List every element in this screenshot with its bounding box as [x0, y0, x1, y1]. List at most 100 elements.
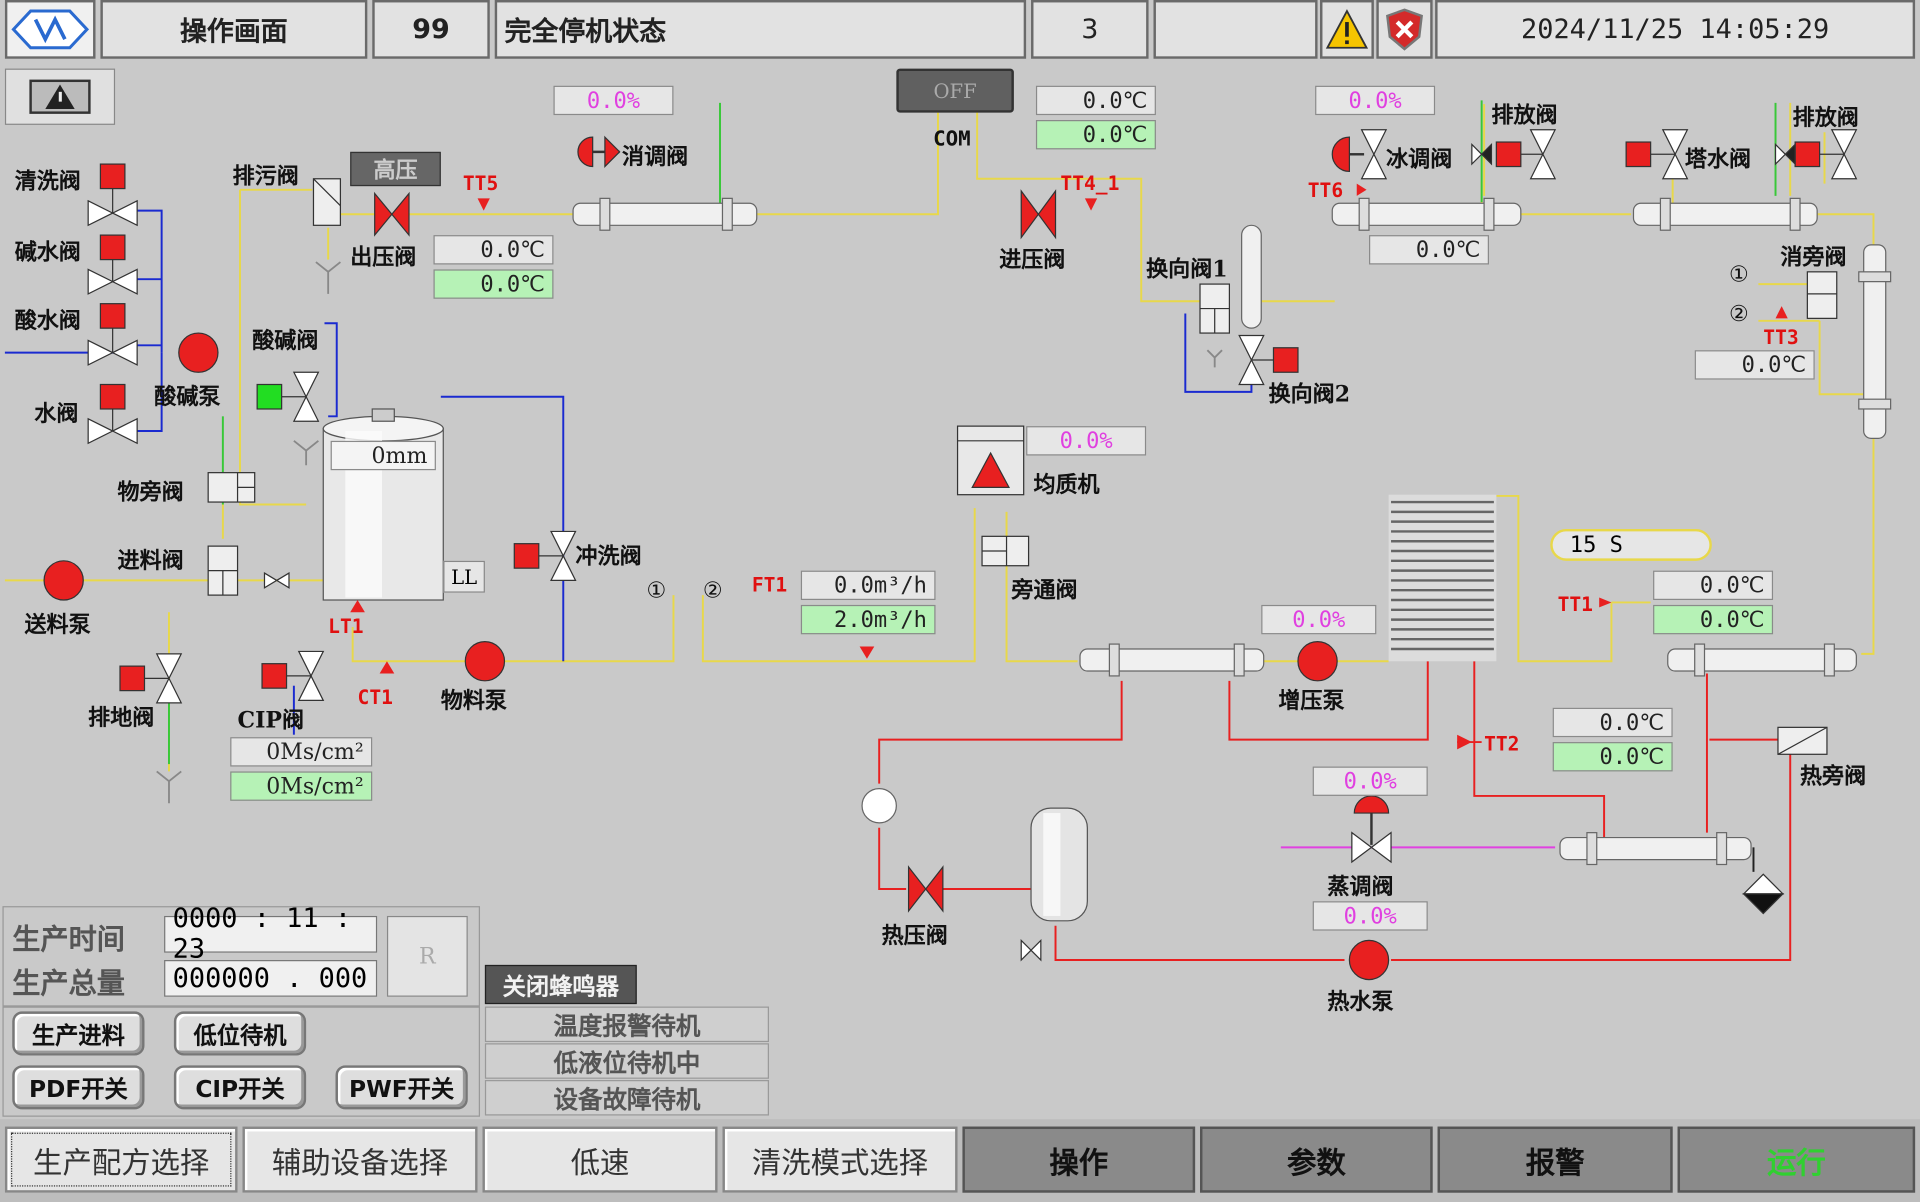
steam-valve-percent-2: 0.0%: [1312, 901, 1428, 931]
nav-recipe-select[interactable]: 生产配方选择: [4, 1126, 238, 1193]
company-logo-icon: [11, 9, 90, 50]
pdf-switch-button[interactable]: PDF开关: [12, 1065, 145, 1110]
ft1-tag: FT1: [751, 573, 788, 597]
fault-shield-icon: [1386, 8, 1423, 51]
alarm-monitor-button[interactable]: [4, 68, 116, 125]
product-tank: [322, 408, 444, 601]
high-pressure-button[interactable]: 高压: [350, 151, 441, 187]
tank-level: 0mm: [330, 440, 436, 471]
nav-run[interactable]: 运行: [1677, 1126, 1916, 1193]
nav-alarm[interactable]: 报警: [1437, 1126, 1673, 1193]
conductivity-set: 0Ms/cm²: [230, 771, 373, 801]
tt5-temp: 0.0℃: [433, 235, 554, 265]
discharge-valve-1-label: 排放阀: [1491, 102, 1558, 129]
booster-pump-label: 增压泵: [1278, 688, 1345, 714]
inlet-pressure-valve-label: 进压阀: [999, 247, 1066, 274]
steam-adjust-valve-label: 蒸调阀: [1327, 874, 1394, 901]
machine-state: 完全停机状态: [494, 0, 1027, 59]
status-temp-alarm: 温度报警待机: [484, 1006, 769, 1043]
low-standby-button[interactable]: 低位待机: [173, 1011, 307, 1056]
cip-switch-button[interactable]: CIP开关: [173, 1065, 307, 1110]
adjust-valve-label: 消调阀: [622, 144, 689, 171]
production-time-label: 生产时间: [12, 924, 125, 957]
sewage-valve-label: 排污阀: [232, 164, 299, 190]
header-count: 3: [1031, 0, 1149, 59]
steam-valve-percent: 0.0%: [1312, 766, 1428, 796]
feed-valve-label: 进料阀: [117, 548, 184, 575]
com-label: COM: [933, 127, 971, 152]
junction-1: ①: [646, 577, 667, 604]
monitor-warning-icon: [29, 79, 91, 114]
tt5-tag: TT5: [462, 171, 499, 195]
nav-aux-select[interactable]: 辅助设备选择: [242, 1126, 478, 1193]
pwf-switch-button[interactable]: PWF开关: [335, 1065, 468, 1110]
tt1-tag: TT1: [1557, 592, 1593, 616]
junction-2-right: ②: [1728, 301, 1749, 327]
discharge-valve-2-label: 排放阀: [1792, 105, 1859, 132]
water-valve-label: 水阀: [34, 401, 79, 428]
sterilize-bypass-valve-label: 消旁阀: [1780, 244, 1847, 271]
bypass-through-valve-label: 旁通阀: [1011, 577, 1078, 604]
adjust-valve-percent: 0.0%: [553, 85, 674, 116]
tower-water-valve-label: 塔水阀: [1684, 146, 1752, 173]
production-total-label: 生产总量: [12, 968, 125, 1001]
tt3-temp: 0.0℃: [1694, 350, 1815, 380]
hot-pressure-valve-label: 热压阀: [881, 923, 948, 949]
tt4-temp-set: 0.0℃: [1035, 120, 1156, 150]
fault-button[interactable]: [1376, 0, 1433, 59]
clean-valve-label: 清洗阀: [14, 168, 81, 195]
tt5-temp-set: 0.0℃: [433, 269, 554, 299]
buzzer-off-button[interactable]: 关闭蜂鸣器: [484, 964, 637, 1005]
butterfly-valves: [374, 189, 1057, 913]
feed-pump-label: 送料泵: [24, 612, 91, 638]
reverse-valve-1-label: 换向阀1: [1146, 257, 1228, 283]
hot-water-tank: [1030, 807, 1088, 922]
acid-valve-label: 酸水阀: [14, 308, 81, 335]
tt4-temp: 0.0℃: [1035, 85, 1156, 116]
low-level-indicator: LL: [443, 560, 485, 593]
screen-title: 操作画面: [100, 0, 368, 59]
alkali-valve-label: 碱水阀: [14, 240, 81, 266]
homogenizer-percent: 0.0%: [1026, 426, 1147, 456]
hot-bypass-valve-label: 热旁阀: [1800, 764, 1867, 790]
flush-valve-label: 冲洗阀: [575, 543, 642, 570]
acid-alkali-pump-label: 酸碱泵: [154, 384, 221, 411]
ice-adjust-valve-label: 冰调阀: [1386, 146, 1453, 173]
nav-clean-mode[interactable]: 清洗模式选择: [722, 1126, 958, 1193]
junction-1-right: ①: [1728, 262, 1749, 288]
heat-exchanger-tubes: [572, 197, 1892, 866]
production-feed-button[interactable]: 生产进料: [12, 1011, 145, 1056]
junction-2: ②: [702, 577, 723, 604]
booster-percent: 0.0%: [1261, 604, 1377, 635]
nav-operate[interactable]: 操作: [962, 1126, 1196, 1193]
bypass-boxes: [207, 178, 1838, 755]
homogenizer-body: [956, 425, 1025, 496]
status-equipment-fault: 设备故障待机: [484, 1080, 769, 1116]
tt2-temp-set: 0.0℃: [1552, 742, 1673, 772]
header-code: 99: [372, 0, 490, 59]
ct1-tag: CT1: [357, 685, 393, 709]
off-toggle-button[interactable]: OFF: [896, 68, 1014, 113]
manual-valves: [87, 129, 1858, 962]
sensor-markers: [350, 183, 1788, 750]
warning-icon: [1325, 9, 1369, 49]
reset-button[interactable]: R: [386, 915, 468, 997]
tt4-tag: TT4_1: [1060, 171, 1120, 195]
nav-low-speed[interactable]: 低速: [482, 1126, 718, 1193]
tt2-temp: 0.0℃: [1552, 707, 1673, 738]
datetime: 2024/11/25 14:05:29: [1435, 0, 1916, 59]
warning-button[interactable]: [1320, 0, 1374, 59]
tt3-tag: TT3: [1763, 325, 1799, 349]
hot-water-pump-label: 热水泵: [1327, 989, 1394, 1016]
acid-alkali-valve-label: 酸碱阀: [252, 328, 319, 354]
control-valves: [577, 135, 1392, 864]
conductivity: 0Ms/cm²: [230, 737, 373, 767]
lt1-tag: LT1: [328, 614, 364, 638]
drain-valve-label: 排地阀: [88, 705, 155, 732]
ice-valve-percent: 0.0%: [1315, 85, 1436, 116]
nav-params[interactable]: 参数: [1200, 1126, 1433, 1193]
flow-rate-set: 2.0m³/h: [800, 604, 936, 635]
tt1-temp: 0.0℃: [1653, 570, 1774, 601]
holding-coil: [1388, 494, 1497, 662]
